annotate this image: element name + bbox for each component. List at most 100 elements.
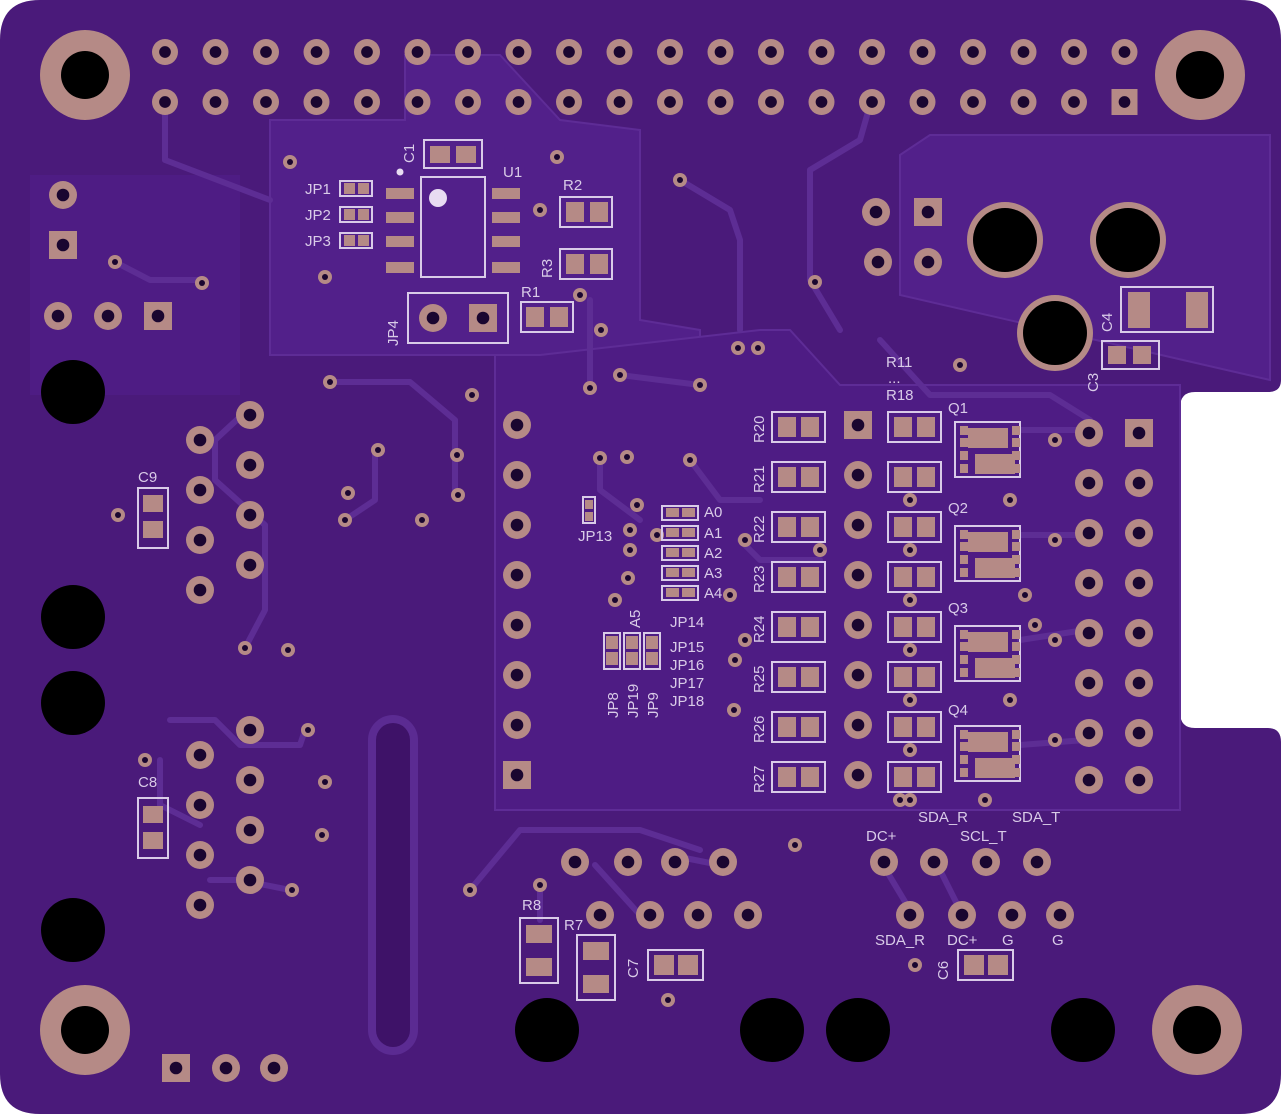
smd-pad-icon xyxy=(566,202,584,222)
pad-drill xyxy=(510,718,524,732)
smd-pad-icon xyxy=(1012,464,1020,473)
pad-drill xyxy=(955,908,969,922)
smd-pad-icon xyxy=(585,512,593,521)
pad-drill xyxy=(193,483,207,497)
smd-pad-icon xyxy=(1012,451,1020,460)
via-drill xyxy=(454,452,460,458)
pad-drill xyxy=(979,855,993,869)
pad-drill xyxy=(193,583,207,597)
via-drill xyxy=(242,645,248,651)
smd-pad-icon xyxy=(550,307,568,327)
smd-pad-icon xyxy=(606,636,618,649)
pad-drill xyxy=(765,96,777,108)
board-slot xyxy=(368,715,418,1055)
smd-pad-icon xyxy=(975,558,1015,578)
smd-pad-icon xyxy=(960,568,968,577)
via-drill xyxy=(345,490,351,496)
smd-pad-icon xyxy=(492,212,520,223)
via-drill xyxy=(1007,697,1013,703)
smd-pad-icon xyxy=(606,652,618,665)
pad-drill xyxy=(851,618,865,632)
pad-drill xyxy=(159,46,171,58)
via-drill xyxy=(727,592,733,598)
pad-drill xyxy=(851,768,865,782)
via-drill xyxy=(897,797,903,803)
label-r21: R21 xyxy=(751,465,768,493)
smd-pad-icon xyxy=(1012,630,1020,639)
via-drill xyxy=(1032,622,1038,628)
smd-pad-icon xyxy=(143,495,163,512)
smd-pads xyxy=(143,146,1208,993)
pad-drill xyxy=(921,205,935,219)
pad-drill xyxy=(568,855,582,869)
smd-pad-icon xyxy=(646,636,658,649)
smd-pad-icon xyxy=(492,236,520,247)
pad-drill xyxy=(921,255,935,269)
smd-pad-icon xyxy=(1012,642,1020,651)
label-jp18: JP18 xyxy=(670,693,704,710)
smd-pad-icon xyxy=(975,658,1015,678)
resistor-outline xyxy=(887,761,942,793)
label-c7: C7 xyxy=(625,959,642,978)
pad-drill xyxy=(243,408,257,422)
via-drill xyxy=(322,779,328,785)
pad-drill xyxy=(1132,676,1146,690)
pad-drill xyxy=(510,418,524,432)
via-drill xyxy=(327,379,333,385)
smd-pad-icon xyxy=(590,254,608,274)
smd-pad-icon xyxy=(1186,292,1208,328)
large-holes xyxy=(41,202,1166,1062)
pad-drill xyxy=(243,773,257,787)
mounting-holes xyxy=(40,30,1245,1075)
label-a2: A2 xyxy=(704,545,722,562)
smd-pad-icon xyxy=(968,532,1008,552)
pad-drill xyxy=(151,309,165,323)
pad-drill xyxy=(563,46,575,58)
smd-pad-icon xyxy=(894,667,912,687)
label-dc-bot: DC+ xyxy=(947,932,978,949)
resistor-outline xyxy=(771,711,826,743)
mounting-hole-icon xyxy=(1155,30,1245,120)
pad-drill xyxy=(1068,96,1080,108)
via-drill xyxy=(1052,737,1058,743)
mosfet-outline xyxy=(954,525,1021,582)
label-jp2: JP2 xyxy=(305,207,331,224)
smd-pad-icon xyxy=(988,955,1008,975)
mounting-hole-icon xyxy=(40,985,130,1075)
smd-pad-icon xyxy=(968,732,1008,752)
via-drill xyxy=(1052,437,1058,443)
via-drill xyxy=(612,597,618,603)
smd-pad-icon xyxy=(960,464,968,473)
pad-drill xyxy=(1082,726,1096,740)
label-r20: R20 xyxy=(751,415,768,443)
pad-drill xyxy=(510,618,524,632)
pad-drill xyxy=(903,908,917,922)
pad-drill xyxy=(851,718,865,732)
smd-pad-icon xyxy=(344,209,355,220)
label-sda-t: SDA_T xyxy=(1012,809,1060,826)
label-g2: G xyxy=(1052,932,1064,949)
label-r22: R22 xyxy=(751,515,768,543)
label-c1: C1 xyxy=(401,144,418,163)
smd-pad-icon xyxy=(1012,542,1020,551)
smd-pad-icon xyxy=(678,955,698,975)
via-drill xyxy=(598,327,604,333)
label-c6: C6 xyxy=(935,961,952,980)
pad-drill xyxy=(1053,908,1067,922)
pad-drill xyxy=(563,96,575,108)
smd-pad-icon xyxy=(626,652,638,665)
smd-pad-icon xyxy=(778,567,796,587)
smd-pad-icon xyxy=(566,254,584,274)
label-r18: R18 xyxy=(886,387,914,404)
pad-drill xyxy=(193,848,207,862)
via-drill xyxy=(665,997,671,1003)
resistor-outline xyxy=(771,461,826,493)
label-q1: Q1 xyxy=(948,400,968,417)
label-q3: Q3 xyxy=(948,600,968,617)
resistor-outline xyxy=(887,511,942,543)
resistor-outline xyxy=(771,561,826,593)
smd-pad-icon xyxy=(344,235,355,246)
pad-drill xyxy=(169,1061,183,1075)
pad-drill xyxy=(714,96,727,108)
pad-drill xyxy=(1017,96,1030,108)
